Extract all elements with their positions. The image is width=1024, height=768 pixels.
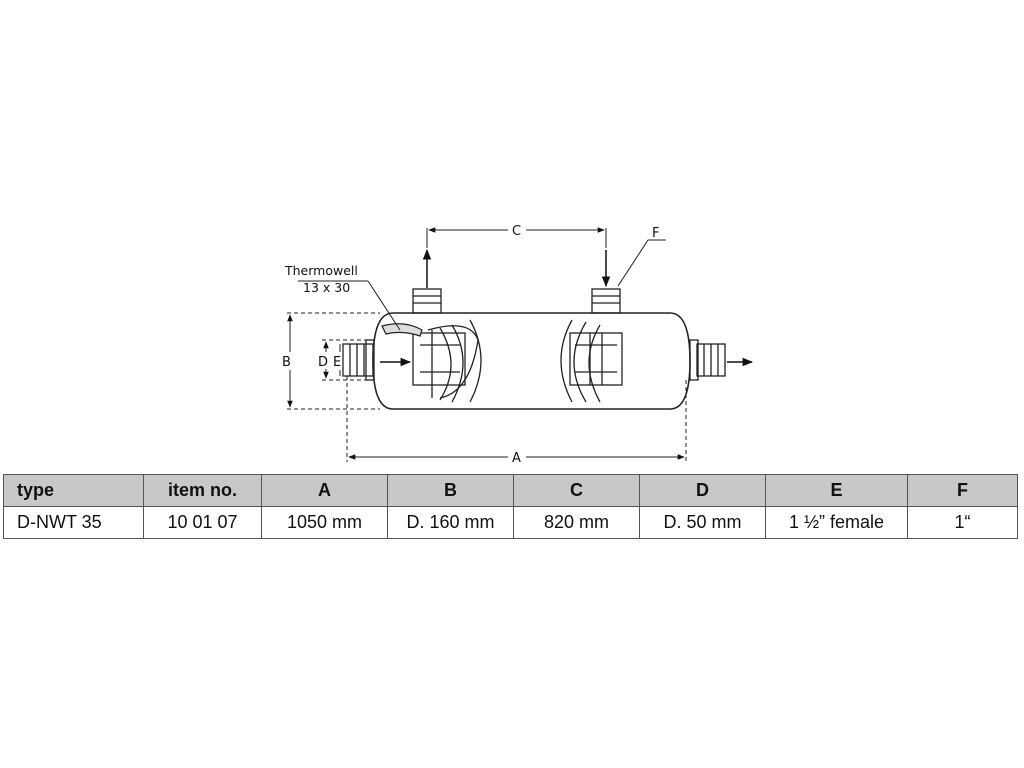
header-b: B <box>387 474 514 507</box>
dimension-c-label: C <box>512 224 521 239</box>
top-connector-right <box>591 288 621 314</box>
thermowell <box>381 323 423 337</box>
dimension-c <box>426 227 607 248</box>
thermowell-label: Thermowell <box>284 263 358 278</box>
header-f: F <box>907 474 1018 507</box>
header-c: C <box>513 474 640 507</box>
top-connector-left <box>412 288 442 314</box>
left-coil <box>412 319 482 403</box>
table-header-row: type item no. A B C D E F <box>3 474 1018 507</box>
cell-a: 1050 mm <box>261 506 388 539</box>
dimension-a <box>346 376 687 462</box>
dimension-b <box>287 312 380 410</box>
shell-body <box>372 312 691 410</box>
header-type: type <box>3 474 144 507</box>
dimension-f-leader <box>617 239 649 287</box>
header-item-no: item no. <box>143 474 262 507</box>
dimension-f-label: F <box>652 226 659 241</box>
dimension-e-label: E <box>333 355 341 370</box>
thermowell-size: 13 x 30 <box>303 280 350 295</box>
dimension-b-label: B <box>282 355 291 370</box>
cell-c: 820 mm <box>513 506 640 539</box>
cell-e: 1 ½” female <box>765 506 908 539</box>
header-a: A <box>261 474 388 507</box>
cell-type: D-NWT 35 <box>3 506 144 539</box>
left-inlet-nozzle <box>342 339 375 381</box>
cell-item-no: 10 01 07 <box>143 506 262 539</box>
table-row: D-NWT 35 10 01 07 1050 mm D. 160 mm 820 … <box>3 506 1018 539</box>
dimension-d <box>322 339 366 381</box>
cell-f: 1“ <box>907 506 1018 539</box>
header-d: D <box>639 474 766 507</box>
thermowell-leader-diag <box>367 280 401 331</box>
right-outlet-nozzle <box>689 339 726 381</box>
dimension-a-label: A <box>512 451 521 466</box>
cell-b: D. 160 mm <box>387 506 514 539</box>
cell-d: D. 50 mm <box>639 506 766 539</box>
heat-exchanger-drawing: Thermowell 13 x 30 C F B D E <box>282 224 754 466</box>
specification-table: type item no. A B C D E F D-NWT 35 10 01… <box>3 474 1018 539</box>
right-coil <box>560 319 623 403</box>
dimension-d-label: D <box>318 355 328 370</box>
header-e: E <box>765 474 908 507</box>
